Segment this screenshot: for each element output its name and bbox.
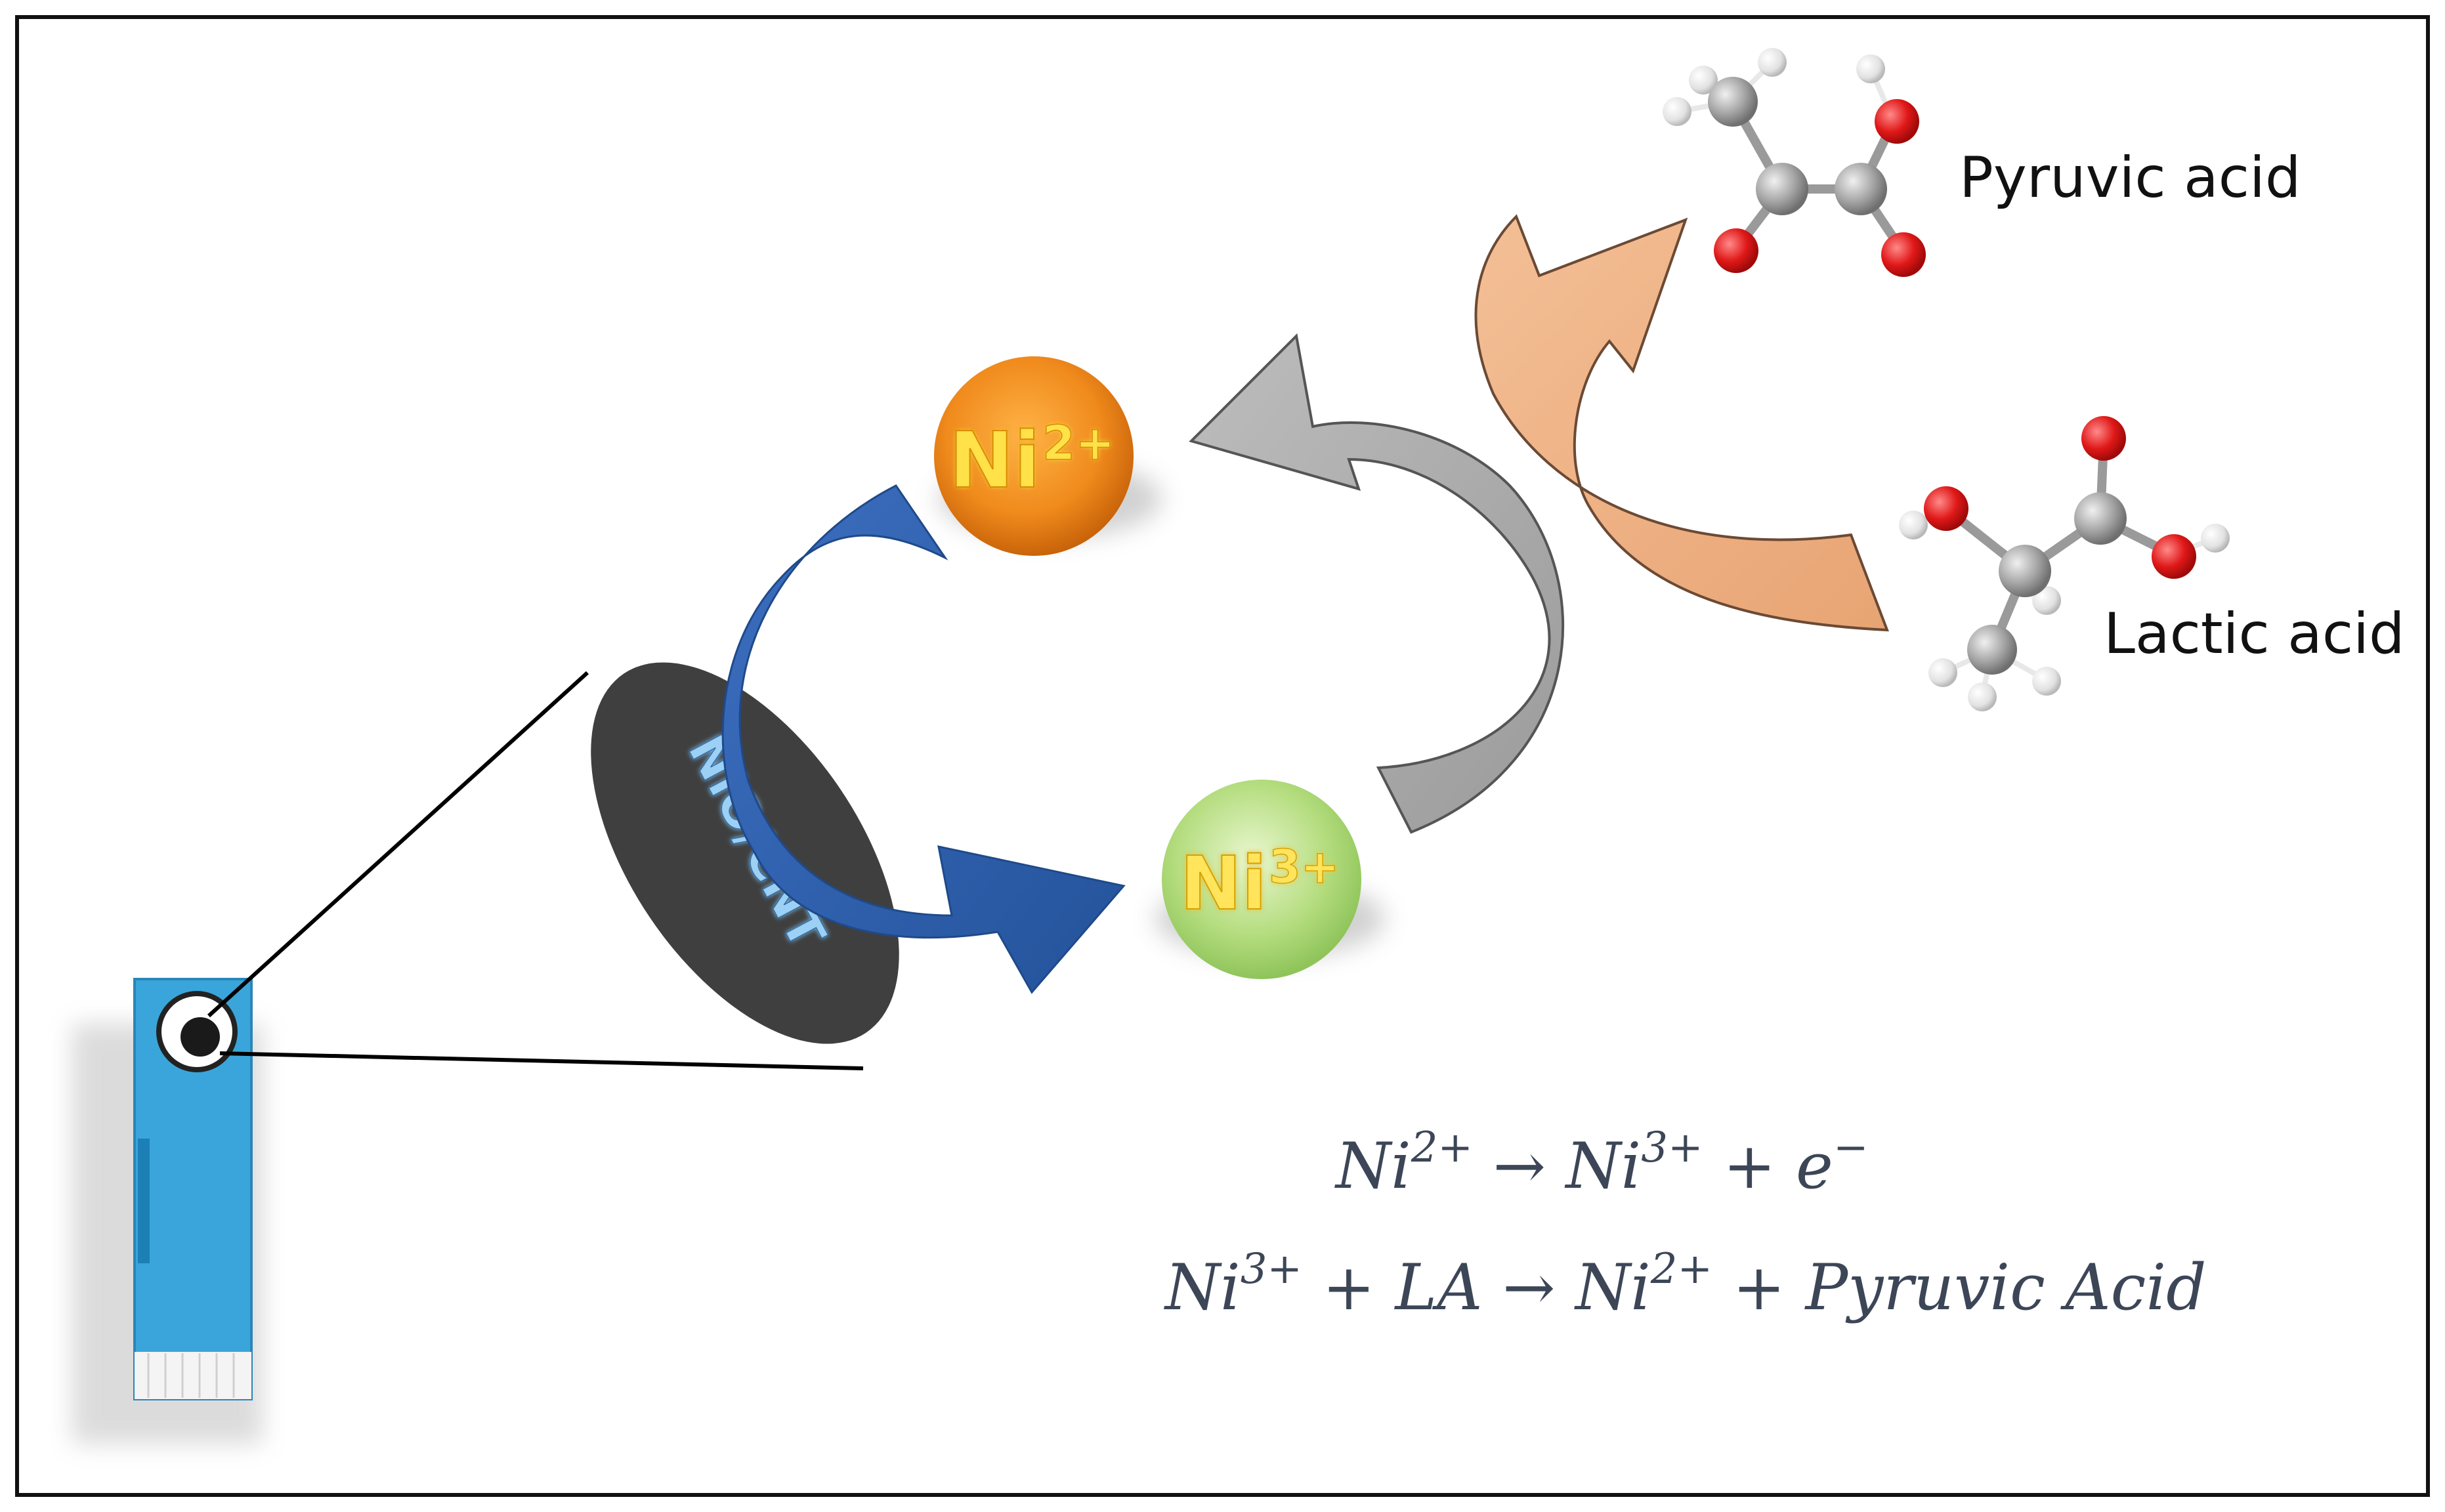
ni3-ion: Ni 3+ xyxy=(1155,780,1385,979)
ni3-charge: 3+ xyxy=(1269,840,1339,894)
pyruvic-acid-molecule-icon xyxy=(1663,48,1926,277)
svg-text:3+: 3+ xyxy=(1269,840,1339,894)
eq1-arrow: → xyxy=(1473,1129,1565,1203)
ni2-label: Ni xyxy=(949,415,1040,505)
electrode-ellipse: NiO/CNT xyxy=(591,662,899,1044)
reduction-arrow xyxy=(1189,333,1565,834)
eq1-ni-a: Ni xyxy=(1334,1129,1411,1203)
svg-text:2+: 2+ xyxy=(1042,415,1115,471)
equation-reduction: Ni3+ + LA → Ni2+ + Pyruvic Acid xyxy=(1164,1245,2207,1324)
eq2-rest: + Pyruvic Acid xyxy=(1712,1251,2206,1324)
eq2-ni-b: Ni xyxy=(1574,1251,1651,1324)
eq1-electron-charge: − xyxy=(1833,1124,1869,1172)
eq2-plus-la: + LA → xyxy=(1302,1251,1575,1324)
ni2-ion: Ni 2+ xyxy=(934,356,1162,556)
svg-text:Ni: Ni xyxy=(1180,841,1267,927)
zoom-line-bottom xyxy=(219,1051,864,1070)
eq2-ni-a: Ni xyxy=(1164,1251,1241,1324)
svg-text:Ni: Ni xyxy=(949,415,1040,505)
eq1-electron: e xyxy=(1796,1129,1833,1203)
ni2-charge: 2+ xyxy=(1042,415,1115,471)
eq1-plus: + xyxy=(1703,1129,1796,1203)
ni3-label: Ni xyxy=(1180,841,1267,927)
oxidation-arrow xyxy=(721,484,1126,994)
product-label: Pyruvic acid xyxy=(1959,145,2301,211)
lactic-acid-molecule-icon xyxy=(1899,416,2230,711)
eq2-sup-a: 3+ xyxy=(1241,1245,1302,1293)
eq1-sup-b: 3+ xyxy=(1641,1124,1703,1172)
conversion-arrow xyxy=(1474,214,1889,632)
equation-oxidation: Ni2+ → Ni3+ + e− xyxy=(1334,1124,1868,1203)
eq2-sup-b: 2+ xyxy=(1650,1245,1712,1293)
eq1-sup-a: 2+ xyxy=(1411,1124,1473,1172)
electrode-strip-icon xyxy=(72,978,263,1444)
eq1-ni-b: Ni xyxy=(1565,1129,1642,1203)
figure-frame xyxy=(15,15,2430,1497)
zoom-line-top xyxy=(207,671,589,1018)
reactant-label: Lactic acid xyxy=(2104,601,2405,667)
